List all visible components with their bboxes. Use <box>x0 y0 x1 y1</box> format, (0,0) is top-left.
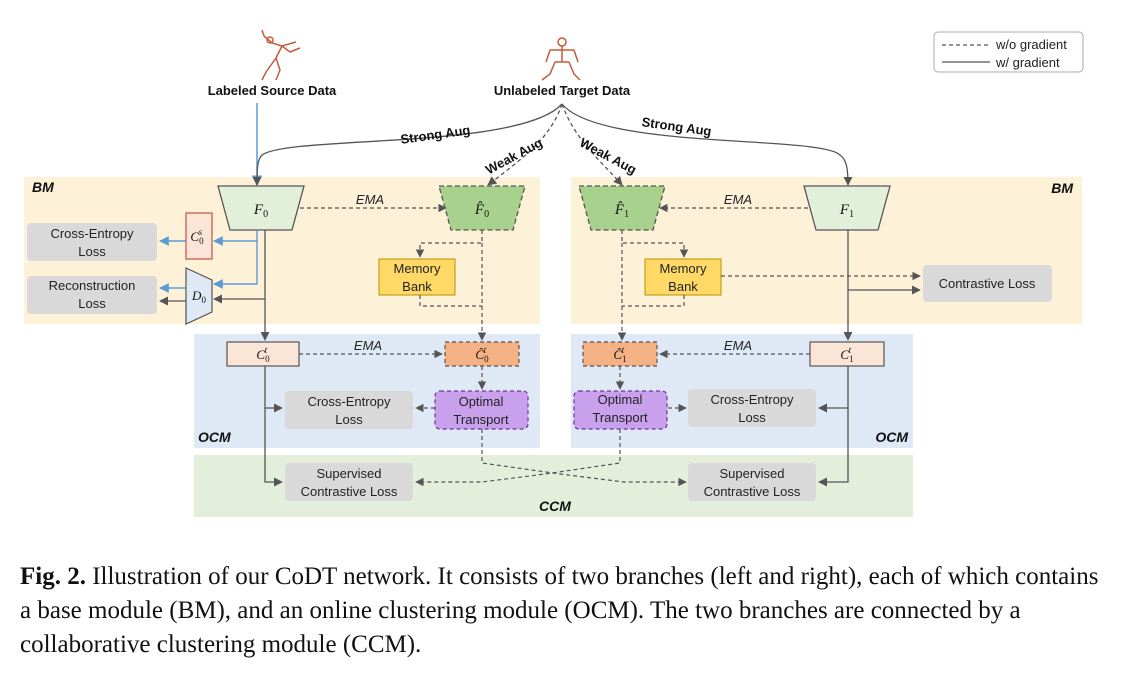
legend: w/o gradient w/ gradient <box>933 31 1084 73</box>
c0t-to-scl-left-arrow <box>264 408 283 487</box>
svg-text:Contrastive Loss: Contrastive Loss <box>939 276 1036 291</box>
target-classifier-c1t: C1t <box>809 341 885 367</box>
ce-loss-ocm-left-box: Cross-Entropy Loss <box>285 391 413 429</box>
optimal-transport-right: Optimal Transport <box>573 390 668 430</box>
encoder-f1-hat: F̂1 <box>578 185 666 231</box>
svg-text:Cross-Entropy: Cross-Entropy <box>307 394 391 409</box>
svg-text:Cross-Entropy: Cross-Entropy <box>710 392 794 407</box>
svg-text:F̂1: F̂1 <box>614 202 629 220</box>
svg-text:Optimal: Optimal <box>459 394 504 409</box>
svg-text:D0: D0 <box>191 288 206 305</box>
source-classifier-c0s: C0s <box>185 212 213 260</box>
svg-text:Loss: Loss <box>78 296 106 311</box>
weak-aug-right-path <box>561 103 623 186</box>
target-classifier-c0t-hat: Ĉ0t <box>444 341 520 367</box>
optimal-transport-left: Optimal Transport <box>434 390 529 430</box>
svg-text:C1t: C1t <box>840 345 853 364</box>
ccm-label: CCM <box>539 498 571 514</box>
svg-text:Loss: Loss <box>738 410 766 425</box>
memory-bank-left-out <box>419 295 482 307</box>
strong-aug-right-label: Strong Aug <box>641 114 713 139</box>
svg-text:Loss: Loss <box>78 244 106 259</box>
bm-right-label: BM <box>1051 180 1073 196</box>
source-skeleton-icon <box>261 29 301 81</box>
weak-aug-right-label: Weak Aug <box>577 135 639 177</box>
reconstruction-loss-box: Reconstruction Loss <box>27 276 157 314</box>
ema-left-ocm-label: EMA <box>354 338 382 353</box>
ce-loss-ocm-right-box: Cross-Entropy Loss <box>688 389 816 427</box>
svg-text:F̂0: F̂0 <box>474 202 489 220</box>
svg-text:Supervised: Supervised <box>316 466 381 481</box>
ema-right-bm-label: EMA <box>724 192 752 207</box>
svg-text:Cross-Entropy: Cross-Entropy <box>50 226 134 241</box>
svg-text:Contrastive Loss: Contrastive Loss <box>301 484 398 499</box>
weak-aug-left-path <box>487 103 563 186</box>
encoder-f0: F0 <box>217 185 305 231</box>
encoder-f0-hat: F̂0 <box>438 185 526 231</box>
f0hat-to-memory-bank-arrow <box>415 230 483 258</box>
legend-solid-label: w/ gradient <box>995 55 1060 70</box>
scl-left-box: Supervised Contrastive Loss <box>285 463 413 501</box>
legend-dashed-label: w/o gradient <box>995 37 1067 52</box>
svg-text:Loss: Loss <box>335 412 363 427</box>
svg-text:Supervised: Supervised <box>719 466 784 481</box>
svg-text:Contrastive Loss: Contrastive Loss <box>704 484 801 499</box>
strong-aug-right-path <box>561 103 853 186</box>
svg-text:Ĉ0t: Ĉ0t <box>475 345 489 364</box>
svg-text:Bank: Bank <box>402 279 432 294</box>
svg-text:Memory: Memory <box>394 261 441 276</box>
svg-text:Optimal: Optimal <box>598 392 643 407</box>
bm-left-label: BM <box>32 179 54 195</box>
ocm-right-label: OCM <box>875 429 908 445</box>
ot-right-to-scl-left-arrow <box>415 429 621 487</box>
memory-bank-right-out <box>622 295 685 307</box>
contrastive-loss-box: Contrastive Loss <box>923 265 1052 302</box>
ce-loss-bm-box: Cross-Entropy Loss <box>27 223 157 261</box>
ocm-left-label: OCM <box>198 429 231 445</box>
svg-text:F1: F1 <box>839 202 854 220</box>
svg-text:C0s: C0s <box>190 227 204 246</box>
ema-left-bm-label: EMA <box>356 192 384 207</box>
source-data-label: Labeled Source Data <box>208 83 337 98</box>
target-classifier-c1t-hat: Ĉ1t <box>582 341 658 367</box>
ot-left-to-scl-right-arrow <box>481 429 687 487</box>
f0-to-d0-arrow <box>213 241 258 289</box>
ema-right-ocm-label: EMA <box>724 338 752 353</box>
target-classifier-c0t: C0t <box>226 341 300 367</box>
svg-text:C0t: C0t <box>256 345 270 364</box>
strong-aug-left-label: Strong Aug <box>400 122 472 147</box>
memory-bank-left: Memory Bank <box>378 258 456 296</box>
strong-aug-left-path <box>252 103 563 186</box>
caption-label: Fig. 2. <box>20 563 86 590</box>
c1t-to-scl-right-arrow <box>818 408 849 487</box>
figure-caption: Fig. 2. Illustration of our CoDT network… <box>20 560 1115 662</box>
f1hat-to-memory-bank-arrow <box>621 230 689 258</box>
memory-bank-right: Memory Bank <box>644 258 722 296</box>
caption-text: Illustration of our CoDT network. It con… <box>20 563 1099 658</box>
svg-text:Transport: Transport <box>453 412 509 427</box>
scl-right-box: Supervised Contrastive Loss <box>688 463 816 501</box>
svg-text:Ĉ1t: Ĉ1t <box>613 345 626 364</box>
svg-text:Reconstruction: Reconstruction <box>49 278 136 293</box>
svg-text:Transport: Transport <box>592 410 648 425</box>
decoder-d0: D0 <box>185 267 213 325</box>
svg-text:Bank: Bank <box>668 279 698 294</box>
weak-aug-left-label: Weak Aug <box>483 135 545 177</box>
svg-text:Memory: Memory <box>660 261 707 276</box>
svg-text:F0: F0 <box>253 202 268 220</box>
codt-diagram: BM BM OCM OCM CCM w/o gradient w/ gradie… <box>24 29 1084 517</box>
target-data-label: Unlabeled Target Data <box>494 83 631 98</box>
target-skeleton-icon <box>541 37 581 81</box>
encoder-f1: F1 <box>803 185 891 231</box>
